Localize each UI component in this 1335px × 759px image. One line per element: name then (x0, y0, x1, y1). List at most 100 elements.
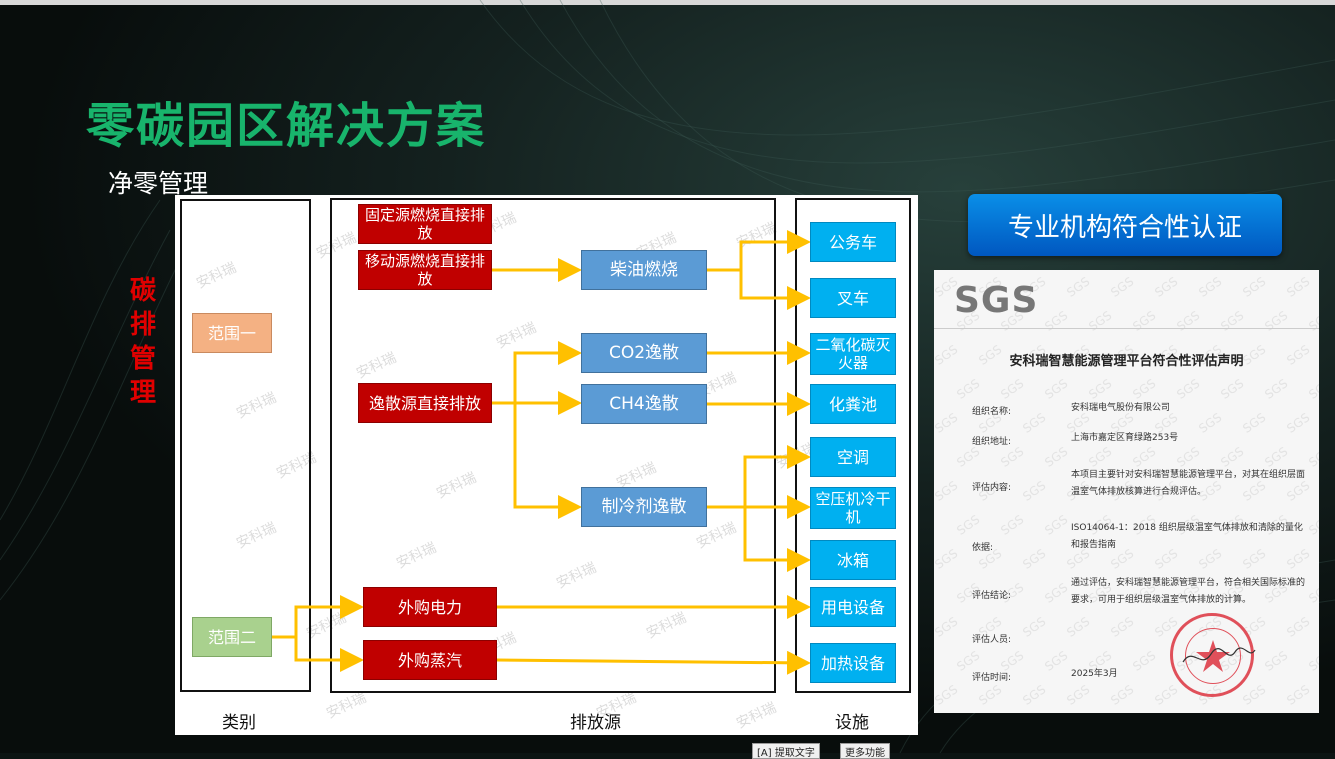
co2-extinguisher-box: 二氧化碳灭火器 (810, 333, 896, 375)
category-column (180, 199, 311, 692)
certificate-watermark-text: SGS (1064, 682, 1093, 708)
electric-equipment-box: 用电设备 (810, 587, 896, 627)
certificate-watermark-text: SGS (954, 512, 983, 538)
certificate-watermark-text: SGS (1108, 274, 1137, 300)
certificate-watermark-text: SGS (934, 546, 961, 572)
seal-star-icon (1196, 640, 1230, 672)
certificate-watermark-text: SGS (998, 512, 1027, 538)
certificate-watermark-text: SGS (1306, 308, 1319, 334)
co2-fugitive-box: CO2逸散 (581, 333, 707, 373)
certificate-watermark-text: SGS (1262, 444, 1291, 470)
certificate-watermark-text: SGS (1152, 274, 1181, 300)
certificate-watermark-text: SGS (1020, 410, 1049, 436)
certificate-watermark-text: SGS (934, 614, 961, 640)
certificate-watermark-text: SGS (1086, 444, 1115, 470)
slide-title: 零碳园区解决方案 (86, 98, 487, 154)
side-char: 管 (129, 344, 156, 374)
cert-label: 评估内容: (972, 483, 1012, 493)
certificate-watermark-text: SGS (1020, 478, 1049, 504)
certificate-watermark-text: SGS (1108, 614, 1137, 640)
mobile-source-box: 移动源燃烧直接排放 (358, 250, 492, 290)
cert-label: 评估时间: (972, 673, 1012, 683)
connector-arrow (739, 270, 811, 310)
cert-label: 依据: (972, 543, 994, 553)
cert-value: 2025年3月 (1071, 669, 1118, 679)
refrigerant-fugitive-box: 制冷剂逸散 (581, 487, 707, 527)
certificate-watermark-text: SGS (1130, 376, 1159, 402)
emission-diagram: 安科瑞安科瑞安科瑞安科瑞安科瑞安科瑞安科瑞安科瑞安科瑞安科瑞安科瑞安科瑞安科瑞安… (175, 195, 918, 735)
cert-label: 组织地址: (972, 437, 1012, 447)
certificate-watermark-text: SGS (1306, 376, 1319, 402)
side-char: 排 (129, 310, 156, 340)
ch4-fugitive-box: CH4逸散 (581, 384, 707, 424)
certificate-watermark-text: SGS (1218, 376, 1247, 402)
connector-arrow (272, 595, 364, 639)
cert-value: ISO14064-1：2018 组织层级温室气体排放和清除的量化和报告指南 (1071, 523, 1303, 550)
certificate-watermark-text: SGS (1174, 376, 1203, 402)
certificate-divider (934, 328, 1319, 329)
source-column-header: 排放源 (570, 713, 621, 733)
scope1-box: 范围一 (192, 313, 272, 353)
air-compressor-dryer-box: 空压机冷干机 (810, 487, 896, 529)
certificate-watermark-text: SGS (1042, 580, 1071, 606)
certificate-watermark-text: SGS (1020, 682, 1049, 708)
certificate-watermark-text: SGS (1130, 444, 1159, 470)
certificate-watermark-text: SGS (1284, 274, 1313, 300)
cert-value: 安科瑞电气股份有限公司 (1071, 403, 1171, 413)
fixed-source-box: 固定源燃烧直接排放 (358, 204, 492, 244)
category-column-header: 类别 (222, 713, 256, 733)
certificate-watermark-text: SGS (1284, 614, 1313, 640)
heating-equipment-box: 加热设备 (810, 643, 896, 683)
cert-value: 通过评估，安科瑞智慧能源管理平台，符合相关国际标准的要求，可用于组织层级温室气体… (1071, 578, 1306, 605)
certificate-watermark-text: SGS (976, 682, 1005, 708)
cert-value: 本项目主要针对安科瑞智慧能源管理平台，对其在组织层面温室气体排放核算进行合规评估… (1071, 470, 1306, 497)
certificate-watermark-text: SGS (1262, 376, 1291, 402)
certificate-watermark-text: SGS (1042, 512, 1071, 538)
refrigerator-box: 冰箱 (810, 540, 896, 580)
signature-scribble (1182, 647, 1256, 663)
diesel-combustion-box: 柴油燃烧 (581, 250, 707, 290)
fugitive-source-box: 逸散源直接排放 (358, 383, 492, 423)
certificate-watermark-text: SGS (1130, 308, 1159, 334)
purchased-steam-box: 外购蒸汽 (363, 640, 497, 680)
source-column (330, 198, 776, 693)
connector-arrow (743, 507, 811, 572)
certificate-watermark-text: SGS (1042, 308, 1071, 334)
cert-label: 评估结论: (972, 591, 1012, 601)
connector-arrow (496, 650, 811, 675)
certificate-watermark-text: SGS (934, 682, 961, 708)
extract-text-button[interactable]: [A] 提取文字 (752, 743, 820, 759)
certificate-watermark-text: SGS (934, 410, 961, 436)
connector-arrow (294, 637, 364, 672)
certificate-watermark-text: SGS (1020, 546, 1049, 572)
sgs-logo: SGS (954, 280, 1039, 321)
certificate-watermark-text: SGS (1240, 682, 1269, 708)
certificate-watermark-text: SGS (1306, 444, 1319, 470)
certificate-watermark-text: SGS (1064, 274, 1093, 300)
side-char: 理 (129, 378, 156, 408)
certificate-watermark-text: SGS (934, 478, 961, 504)
certificate-watermark-text: SGS (954, 376, 983, 402)
certificate-watermark-text: SGS (1152, 682, 1181, 708)
more-functions-button[interactable]: 更多功能 (840, 743, 890, 759)
connector-arrow (707, 230, 811, 272)
cert-value: 上海市嘉定区育绿路253号 (1071, 433, 1179, 443)
forklift-box: 叉车 (810, 278, 896, 318)
certificate-watermark-text: SGS (1284, 682, 1313, 708)
certificate-watermark-text: SGS (1064, 614, 1093, 640)
septic-tank-box: 化粪池 (810, 384, 896, 424)
certification-button[interactable]: 专业机构符合性认证 (968, 194, 1282, 256)
certificate-watermark-text: SGS (1240, 274, 1269, 300)
official-car-box: 公务车 (810, 222, 896, 262)
scope2-box: 范围二 (192, 617, 272, 657)
certificate-watermark-text: SGS (1042, 444, 1071, 470)
certificate-heading: 安科瑞智慧能源管理平台符合性评估声明 (1009, 354, 1244, 369)
certificate-watermark-text: SGS (1020, 614, 1049, 640)
certificate-watermark-text: SGS (998, 376, 1027, 402)
carbon-management-vertical-label: 碳 排 管 理 (128, 274, 158, 410)
certificate-watermark-text: SGS (1218, 308, 1247, 334)
certificate-watermark-text: SGS (1042, 648, 1071, 674)
certificate-watermark-text: SGS (1086, 308, 1115, 334)
certificate-watermark-text: SGS (1086, 376, 1115, 402)
purchased-power-box: 外购电力 (363, 587, 497, 627)
